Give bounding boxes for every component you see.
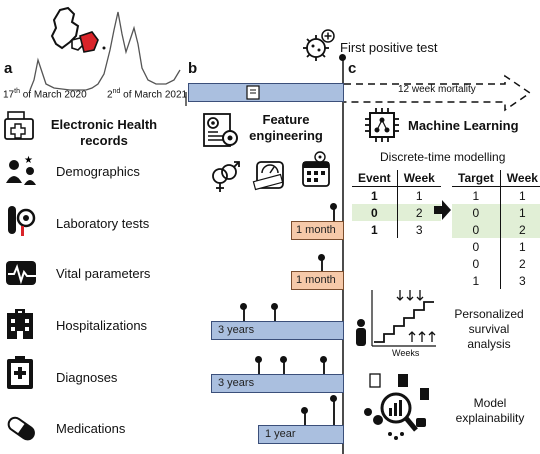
clipboard-icon (7, 356, 33, 389)
virus-icon (303, 29, 335, 61)
svg-text:★: ★ (24, 155, 33, 166)
hospital-icon (7, 309, 33, 339)
positive-test-marker (339, 54, 346, 61)
category-vital-parameters: Vital parameters (56, 266, 151, 281)
window-diagnoses: 3 years (211, 374, 344, 393)
explain-magnifier-icon (364, 373, 429, 440)
date-end: 2nd of March 2021 (107, 88, 188, 101)
ehr-icon (4, 111, 34, 140)
category-medications: Medications (56, 421, 126, 436)
demographics-icon: ★ (6, 155, 36, 185)
feature-doc-icon (203, 113, 238, 147)
ml-chip-icon (365, 108, 399, 142)
arrow-right-icon (434, 200, 451, 220)
panel-letter-c: c (348, 60, 357, 77)
denmark-map-icon (50, 6, 106, 53)
timeline-ehr-icon (246, 85, 260, 100)
panel-letter-a: a (4, 60, 13, 77)
window-hospitalizations: 3 years (211, 321, 344, 340)
calendar-icon (302, 151, 330, 187)
panel-letter-b: b (188, 60, 198, 77)
pill-icon (7, 416, 35, 441)
vital-wave-icon (6, 261, 36, 285)
mortality-label: 12 week mortality (398, 84, 476, 95)
window-medications: 1 year (258, 425, 344, 444)
timeline-bar (188, 83, 344, 102)
weeks-label: Weeks (392, 348, 420, 358)
first-positive-label: First positive test (340, 40, 438, 55)
survival-person-icon (356, 319, 366, 346)
category-demographics: Demographics (56, 164, 140, 179)
category-diagnoses: Diagnoses (56, 370, 118, 385)
discrete-time-subtitle: Discrete-time modelling (380, 150, 506, 164)
scale-icon (252, 161, 284, 191)
staircase-icon (371, 290, 436, 347)
category-laboratory-tests: Laboratory tests (56, 216, 150, 231)
test-tube-icon (8, 206, 36, 236)
window-lab-tests: 1 month (291, 221, 344, 240)
category-hospitalizations: Hospitalizations (56, 318, 148, 333)
ml-title: Machine Learning (408, 118, 519, 133)
window-vital-parameters: 1 month (291, 271, 344, 290)
date-start: 17th of March 2020 (3, 88, 87, 101)
gender-icon (212, 161, 240, 192)
